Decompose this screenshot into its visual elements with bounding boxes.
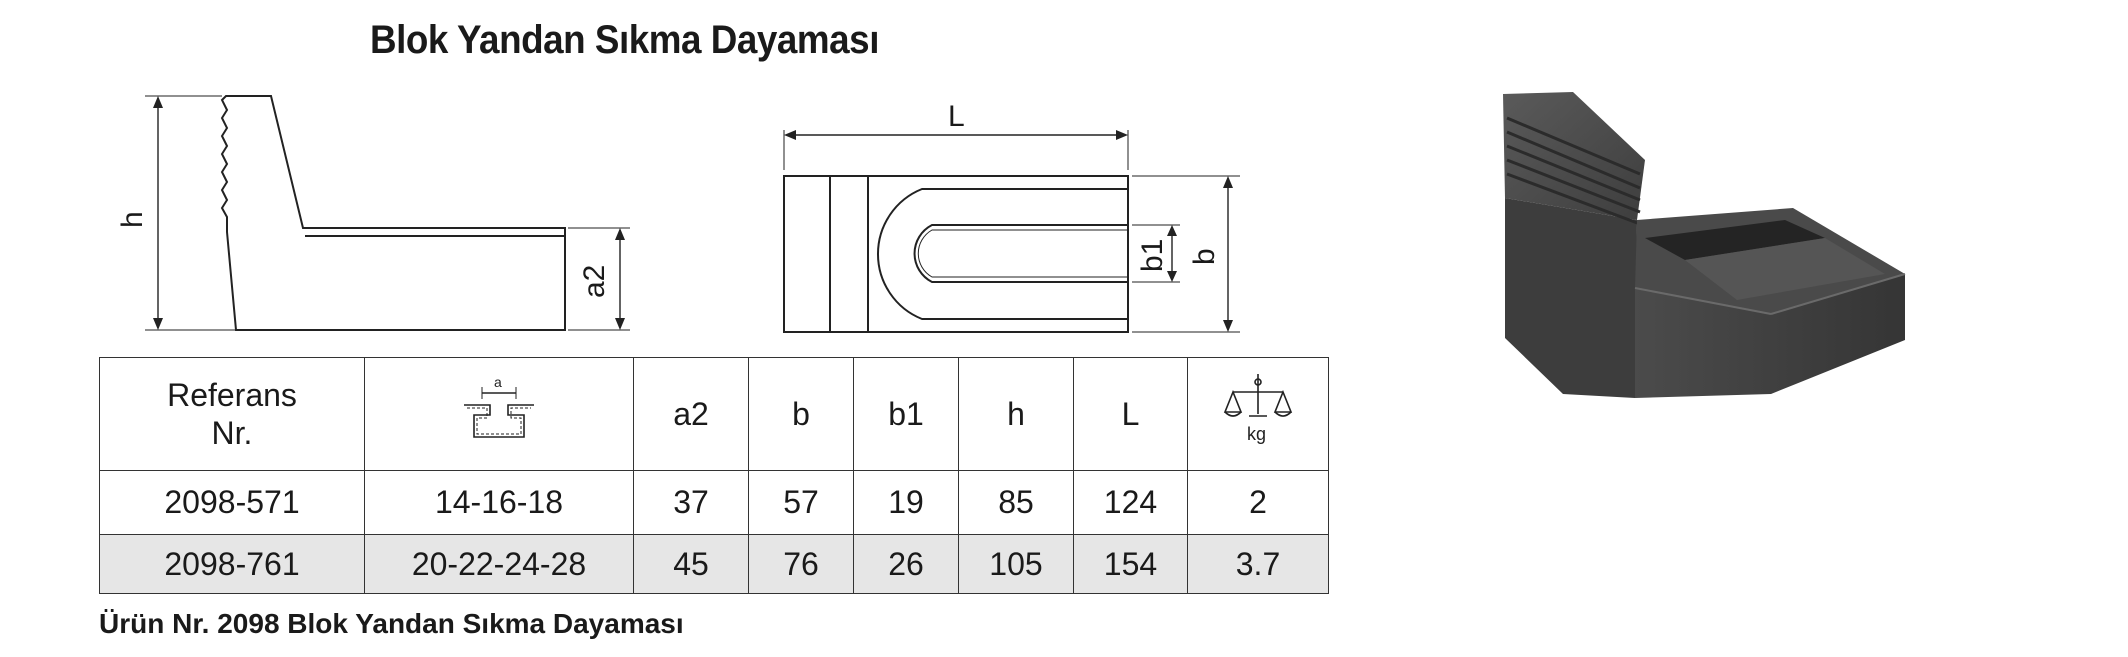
table-row: 2098-761 20-22-24-28 45 76 26 105 154 3.… xyxy=(99,534,1329,594)
header-a2: a2 xyxy=(633,357,749,471)
dim-a2-label: a2 xyxy=(578,265,611,298)
dim-b1-label: b1 xyxy=(1136,239,1169,272)
spec-table: Referans Nr. a a2 b b1 h L xyxy=(99,357,1329,594)
dim-b-label: b xyxy=(1188,248,1221,265)
slot-a-label: a xyxy=(494,375,502,390)
dim-L-label: L xyxy=(948,100,965,133)
footer-caption: Ürün Nr. 2098 Blok Yandan Sıkma Dayaması xyxy=(99,608,684,639)
page-title: Blok Yandan Sıkma Dayaması xyxy=(370,18,879,62)
dim-h-label: h xyxy=(116,211,149,228)
header-L: L xyxy=(1073,357,1188,471)
header-referans: Referans Nr. xyxy=(99,357,365,471)
header-weight: kg xyxy=(1187,357,1329,471)
product-photo xyxy=(1503,92,1906,398)
table-row: 2098-571 14-16-18 37 57 19 85 124 2 xyxy=(99,470,1329,535)
header-b: b xyxy=(748,357,854,471)
kg-label: kg xyxy=(1247,424,1266,444)
header-h: h xyxy=(958,357,1074,471)
table-header-row: Referans Nr. a a2 b b1 h L xyxy=(99,357,1329,471)
header-b1: b1 xyxy=(853,357,959,471)
t-slot-icon: a xyxy=(464,374,534,438)
header-slot: a xyxy=(364,357,634,471)
scale-icon: kg xyxy=(1223,374,1293,444)
